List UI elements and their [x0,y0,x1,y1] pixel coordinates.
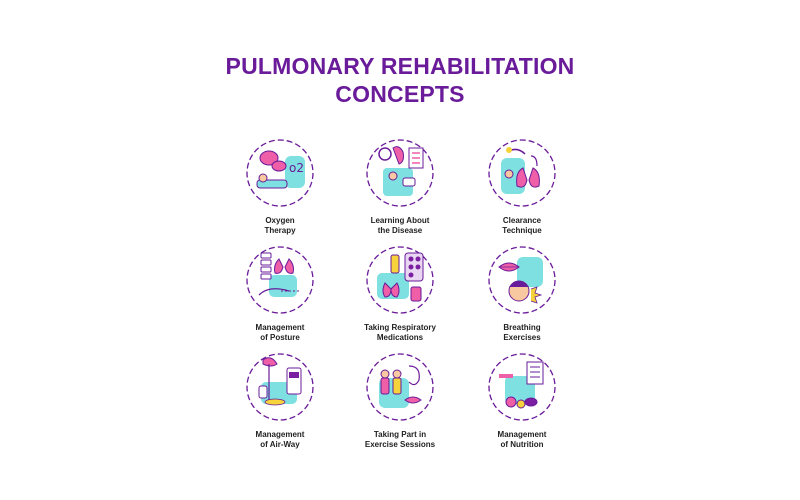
svg-text:o2: o2 [289,161,304,175]
exercise-sessions-icon [366,353,434,421]
breathing-exercises-icon [488,246,556,314]
concept-label-line-2: of Nutrition [500,440,544,449]
concept-label-line-2: Exercises [503,333,541,342]
title-line-1: PULMONARY REHABILITATION [225,53,575,79]
concept-nutrition: Management of Nutrition [452,352,592,462]
concept-label-line-1: Taking Respiratory [364,323,436,332]
concept-label-line-1: Clearance [502,216,542,225]
posture-icon [246,246,314,314]
concept-breathing-exercises: Breathing Exercises [452,245,592,355]
concept-label-line-1: Management [255,323,305,332]
concept-label-line-2: of Air-Way [260,440,300,449]
oxygen-therapy-icon: o2 [246,139,314,207]
medications-icon [366,246,434,314]
concept-airway: Management of Air-Way [210,352,350,462]
concept-respiratory-medications: Taking Respiratory Medications [330,245,470,355]
clearance-technique-icon [488,139,556,207]
nutrition-icon [488,353,556,421]
concept-learning-disease: Learning About the Disease [330,138,470,248]
concept-label-line-1: Breathing [503,323,541,332]
concept-label-line-2: Medications [376,333,424,342]
concept-label-line-1: Management [497,430,547,439]
page-title: PULMONARY REHABILITATION CONCEPTS [0,52,800,108]
title-line-2: CONCEPTS [335,81,465,107]
concept-label-line-1: Learning About [370,216,430,225]
concept-label-line-2: Technique [502,226,542,235]
airway-icon [246,353,314,421]
learning-disease-icon [366,139,434,207]
concept-exercise-sessions: Taking Part in Exercise Sessions [330,352,470,462]
concept-posture: Management of Posture [210,245,350,355]
concept-label-line-1: Management [255,430,305,439]
concept-label-line-2: Exercise Sessions [364,440,436,449]
concept-label-line-2: of Posture [260,333,300,342]
concept-label-line-1: Oxygen [265,216,295,225]
concept-label-line-2: the Disease [377,226,423,235]
concept-label-line-2: Therapy [264,226,296,235]
concept-clearance-technique: Clearance Technique [452,138,592,248]
concept-oxygen-therapy: o2 Oxygen Therapy [210,138,350,248]
concept-label-line-1: Taking Part in [373,430,427,439]
